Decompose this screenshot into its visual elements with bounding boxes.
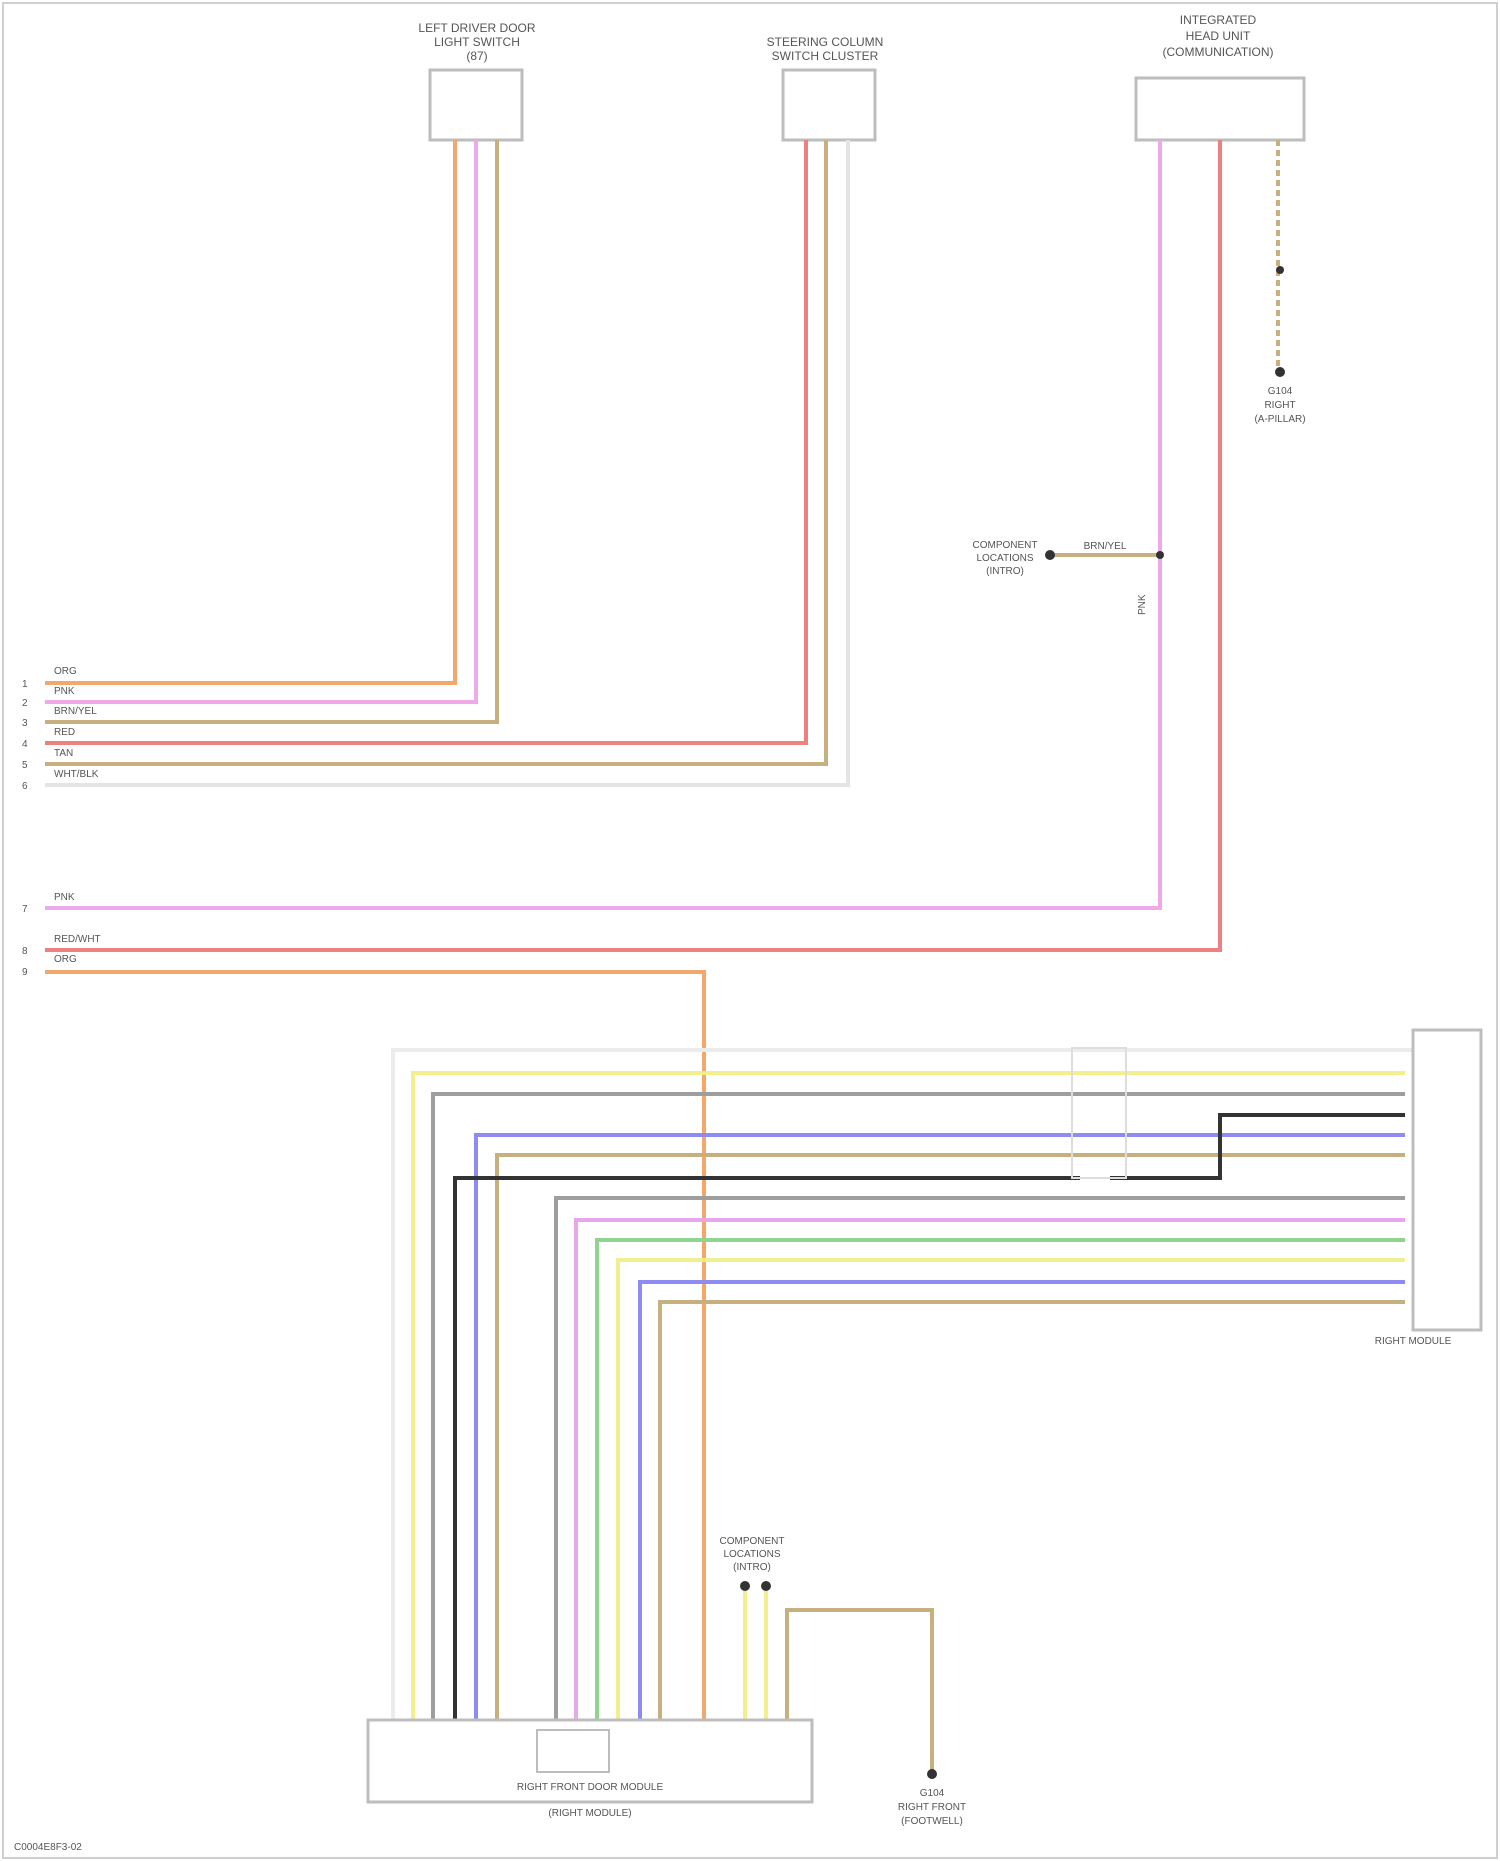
- wire-red-steering: [45, 140, 806, 743]
- left-door-switch-box[interactable]: [430, 70, 522, 140]
- conn-label-4: RED: [54, 727, 75, 738]
- conn-label-8: RED/WHT: [54, 934, 101, 945]
- right-module: RIGHT MODULE: [1072, 1030, 1481, 1347]
- conn-pin-1: 1: [22, 679, 28, 690]
- steering-switch-label-1: STEERING COLUMN: [767, 35, 884, 49]
- bottom-splice-dot-1: [740, 1581, 750, 1591]
- conn-pin-3: 3: [22, 718, 28, 729]
- bottom-module-label-2: (RIGHT MODULE): [548, 1808, 631, 1819]
- conn-pin-8: 8: [22, 946, 28, 957]
- bottom-module: RIGHT FRONT DOOR MODULE (RIGHT MODULE): [368, 1720, 812, 1819]
- wire-gry-2: [556, 1198, 1405, 1720]
- page-border: [3, 3, 1497, 1858]
- splice-label-3: (INTRO): [986, 566, 1024, 577]
- conn-label-6: WHT/BLK: [54, 769, 99, 780]
- left-door-switch-label-3: (87): [466, 49, 487, 63]
- splice-label-1: COMPONENT: [973, 540, 1038, 551]
- wire-frame: [393, 1050, 1415, 1720]
- splice-label-2: LOCATIONS: [976, 553, 1033, 564]
- left-connector-group2: PNK RED/WHT ORG 7 8 9: [22, 892, 101, 978]
- conn-pin-5: 5: [22, 760, 28, 771]
- bottom-splice-label-3: (INTRO): [733, 1562, 771, 1573]
- vertical-wire-label: PNK: [1137, 594, 1148, 615]
- bottom-splice: COMPONENT LOCATIONS (INTRO): [720, 1536, 785, 1591]
- head-unit-label-2: HEAD UNIT: [1186, 29, 1251, 43]
- bottom-module-inner-box: [537, 1730, 609, 1772]
- ground-upper-dot-2: [1275, 367, 1285, 377]
- steering-switch-label-2: SWITCH CLUSTER: [772, 49, 879, 63]
- wire-yel-2: [618, 1260, 1405, 1720]
- footer-code: C0004E8F3-02: [14, 1842, 82, 1853]
- bottom-splice-label-2: LOCATIONS: [723, 1549, 780, 1560]
- bottom-splice-label-1: COMPONENT: [720, 1536, 785, 1547]
- ground-upper-label-1: G104: [1268, 386, 1293, 397]
- bottom-splice-dot-2: [761, 1581, 771, 1591]
- splice-dot-right: [1156, 551, 1164, 559]
- wire-tan-steering: [45, 140, 826, 764]
- ground-bottom-dot: [927, 1769, 937, 1779]
- right-module-inline-connector: [1072, 1048, 1126, 1178]
- ground-upper-dot-1: [1276, 266, 1284, 274]
- wire-wht-steering: [45, 140, 848, 785]
- component-steering-column-switch: STEERING COLUMN SWITCH CLUSTER: [767, 35, 884, 140]
- head-unit-label-1: INTEGRATED: [1180, 13, 1257, 27]
- conn-label-9: ORG: [54, 954, 77, 965]
- conn-label-7: PNK: [54, 892, 75, 903]
- conn-label-1: ORG: [54, 666, 77, 677]
- ground-bottom: G104 RIGHT FRONT (FOOTWELL): [898, 1769, 966, 1827]
- wire-yel-1: [413, 1073, 1405, 1720]
- left-door-switch-label-2: LIGHT SWITCH: [434, 35, 520, 49]
- wire-org-left-switch: [45, 140, 455, 683]
- steering-switch-box[interactable]: [783, 70, 875, 140]
- wire-blu-1: [476, 1135, 1405, 1720]
- conn-pin-7: 7: [22, 904, 28, 915]
- right-module-label: RIGHT MODULE: [1375, 1336, 1452, 1347]
- conn-pin-2: 2: [22, 698, 28, 709]
- splice-dot-left: [1045, 550, 1055, 560]
- ground-upper-label-2: RIGHT: [1264, 400, 1295, 411]
- bottom-module-label-1: RIGHT FRONT DOOR MODULE: [517, 1782, 664, 1793]
- wire-pnk-left-switch: [45, 140, 476, 702]
- ground-bottom-label-3: (FOOTWELL): [901, 1816, 963, 1827]
- ground-bottom-label-1: G104: [920, 1788, 945, 1799]
- left-door-switch-label-1: LEFT DRIVER DOOR: [418, 21, 535, 35]
- wire-gry-1: [433, 1094, 1405, 1720]
- wire-org-to-bottom-module: [45, 972, 704, 1720]
- wire-blu-2: [640, 1282, 1405, 1720]
- component-left-door-switch: LEFT DRIVER DOOR LIGHT SWITCH (87): [418, 21, 535, 140]
- wire-red-head-unit: [45, 140, 1220, 950]
- mid-splice: COMPONENT LOCATIONS (INTRO) BRN/YEL PNK: [973, 540, 1165, 615]
- wire-tan-2: [660, 1302, 1405, 1720]
- conn-pin-6: 6: [22, 781, 28, 792]
- conn-pin-9: 9: [22, 967, 28, 978]
- wire-vio-1: [576, 1220, 1405, 1720]
- wire-blk-2: [1110, 1115, 1405, 1178]
- splice-wire-label: BRN/YEL: [1084, 541, 1127, 552]
- conn-pin-4: 4: [22, 739, 28, 750]
- wire-pnk-head-unit: [45, 140, 1160, 908]
- right-module-box[interactable]: [1413, 1030, 1481, 1330]
- conn-label-5: TAN: [54, 748, 73, 759]
- wire-brn-left-switch: [45, 140, 497, 722]
- ground-bottom-label-2: RIGHT FRONT: [898, 1802, 966, 1813]
- conn-label-2: PNK: [54, 686, 75, 697]
- head-unit-label-3: (COMMUNICATION): [1162, 45, 1273, 59]
- ground-upper-label-3: (A-PILLAR): [1254, 414, 1305, 425]
- head-unit-box[interactable]: [1136, 78, 1304, 140]
- component-integrated-head-unit: INTEGRATED HEAD UNIT (COMMUNICATION): [1136, 13, 1304, 140]
- wire-grn-1: [597, 1240, 1405, 1720]
- conn-label-3: BRN/YEL: [54, 706, 97, 717]
